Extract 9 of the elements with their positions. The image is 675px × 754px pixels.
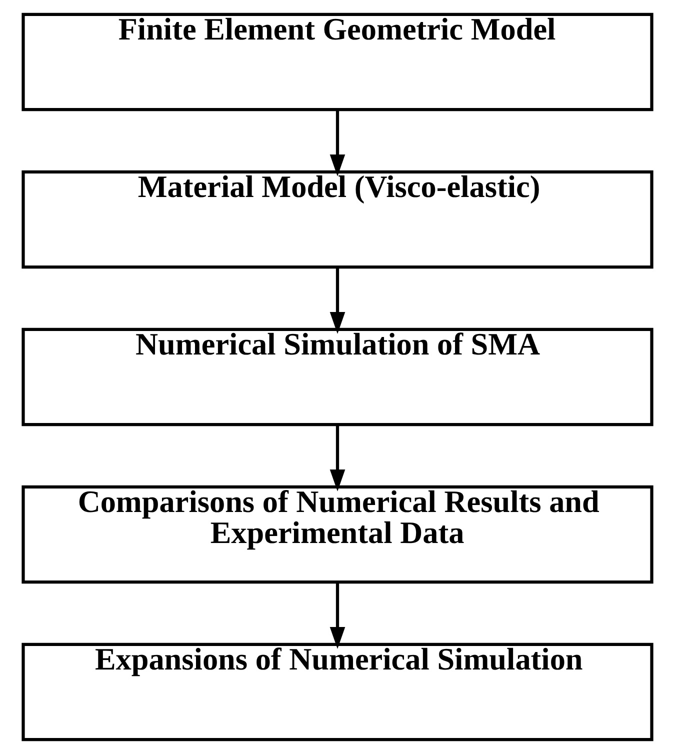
node-box: Expansions of Numerical Simulation	[22, 642, 654, 742]
arrow	[330, 267, 346, 334]
arrow	[330, 424, 346, 492]
node-box: Finite Element Geometric Model	[22, 12, 654, 112]
arrow	[330, 110, 346, 176]
node-box: Comparisons of Numerical Results and Experimental Data	[22, 485, 654, 584]
node-box: Material Model (Visco-elastic)	[22, 170, 654, 269]
arrow	[330, 582, 346, 649]
node-box: Numerical Simulation of SMA	[22, 328, 654, 426]
